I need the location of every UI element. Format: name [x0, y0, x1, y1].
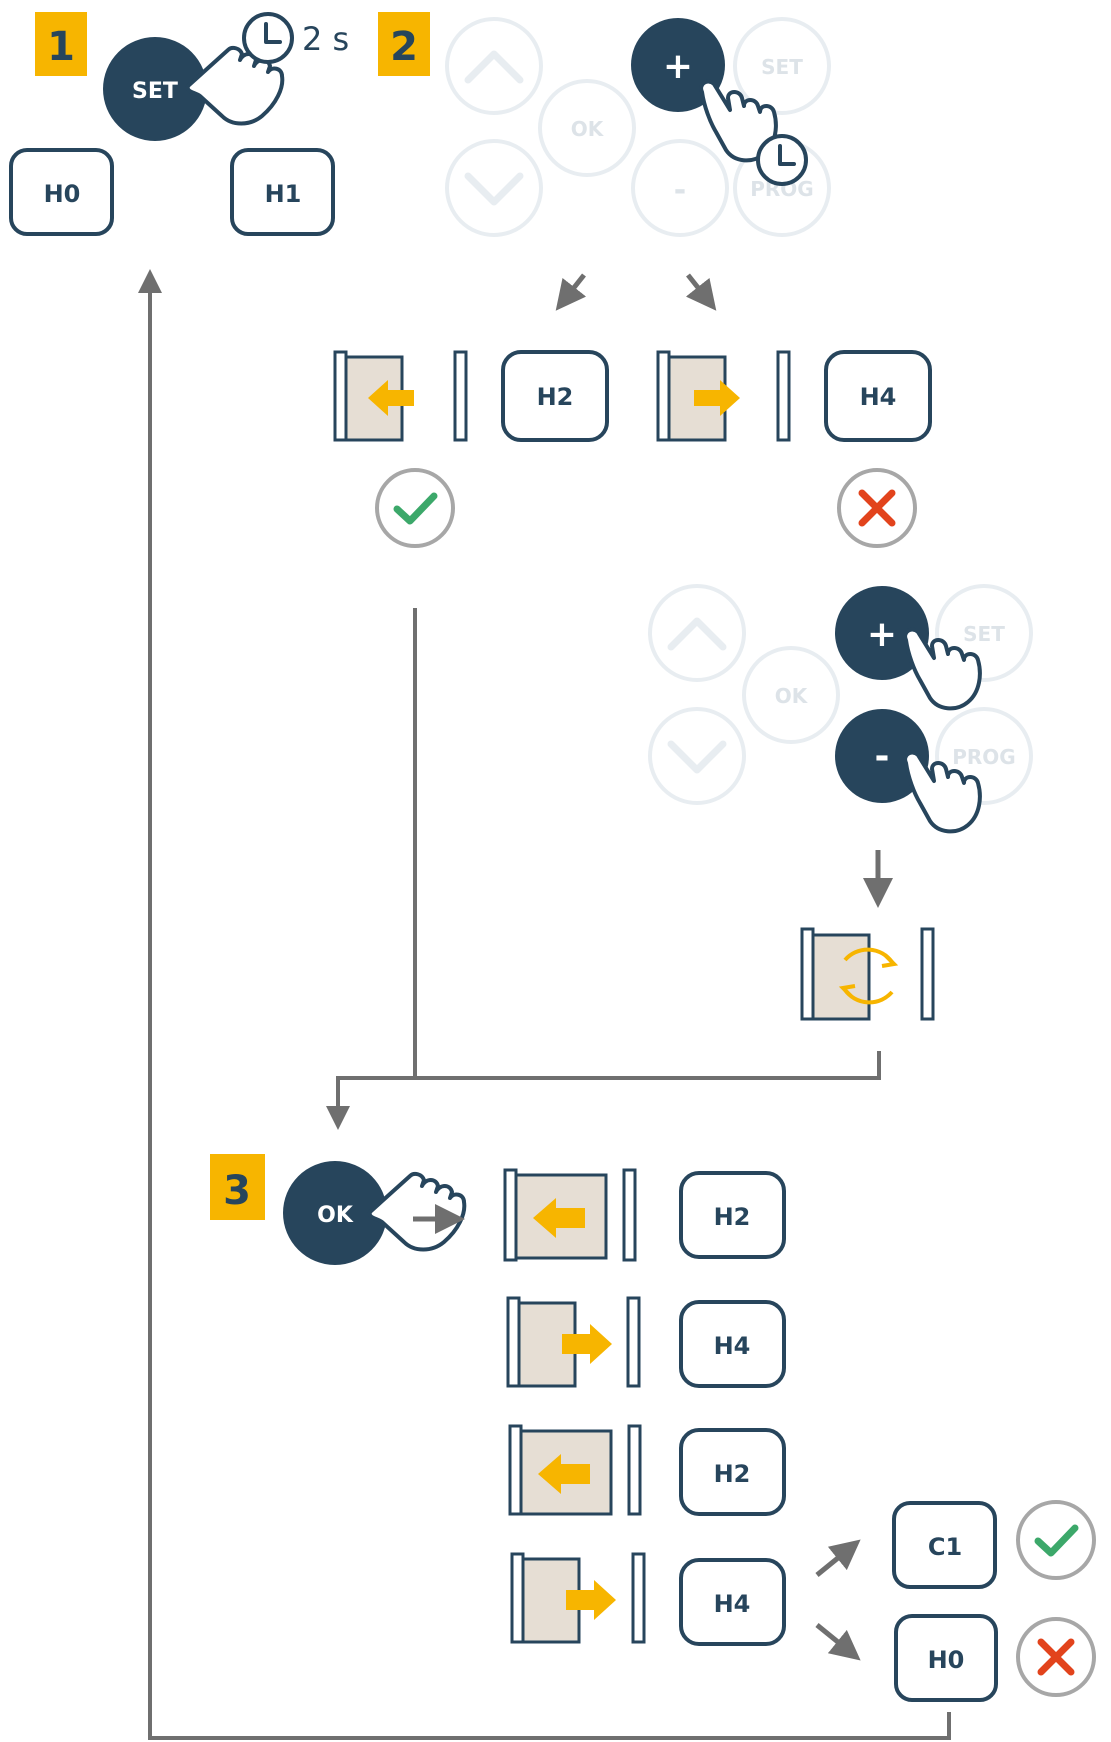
ok-ghost-button[interactable]: [538, 79, 636, 177]
door-open-left-icon: [508, 1424, 642, 1516]
sequence-code-3: H2: [714, 1460, 751, 1488]
code-h0-box: [9, 148, 114, 236]
code-h0-label: H0: [44, 180, 81, 208]
code-h2-box: [501, 350, 609, 442]
step-1-badge: [35, 12, 87, 76]
clock-icon: [756, 134, 808, 186]
code-h2-label: H2: [537, 383, 574, 411]
code-h0-return-box: [894, 1614, 998, 1702]
step-1-number: 1: [47, 24, 75, 70]
chevron-down-icon: [464, 172, 524, 206]
up-button[interactable]: [445, 17, 543, 115]
set-button-label: SET: [132, 79, 178, 104]
chevron-down-icon: [667, 740, 727, 774]
arrow-down-left: [555, 273, 587, 311]
set-ghost-label: SET: [963, 622, 1005, 646]
cross-icon: [1018, 1619, 1094, 1695]
set-ghost-button[interactable]: [733, 17, 831, 115]
minus-ghost-label: -: [674, 173, 686, 208]
ok-ghost-label: OK: [571, 117, 605, 141]
code-h4-box: [824, 350, 932, 442]
plus-button-label: +: [867, 614, 897, 655]
sequence-code-box-3: [679, 1428, 786, 1516]
rotate-icon: [800, 927, 935, 1021]
arrow-down-right: [815, 1623, 861, 1661]
sequence-code-2: H4: [714, 1332, 751, 1360]
down-button[interactable]: [445, 139, 543, 237]
check-icon: [1018, 1502, 1094, 1578]
code-h4-label: H4: [860, 383, 897, 411]
code-c1-box: [892, 1501, 997, 1589]
step3: 3 OK H2 H4 H2: [138, 269, 1094, 1740]
prog-ghost-label: PROG: [952, 745, 1015, 769]
sequence-code-box-1: [679, 1171, 786, 1259]
step-2-badge: [378, 12, 430, 76]
chevron-up-icon: [464, 50, 524, 84]
minus-button[interactable]: [835, 709, 929, 803]
code-c1-label: C1: [928, 1533, 962, 1561]
minus-ghost-button[interactable]: [631, 139, 729, 237]
keypad-top: [445, 17, 831, 237]
door-open-left-icon: [503, 1168, 637, 1262]
clock-icon: [242, 12, 294, 64]
sequence-code-1: H2: [714, 1203, 751, 1231]
chevron-up-icon: [667, 617, 727, 651]
arrow-up-right: [815, 1539, 861, 1577]
ok-button-label: OK: [317, 1203, 354, 1228]
pointing-hand-icon: [367, 1171, 467, 1252]
flow-line: [326, 1051, 881, 1130]
return-loop-line: [138, 269, 951, 1740]
step-2-number: 2: [390, 24, 418, 70]
ok-ghost-button[interactable]: [742, 646, 840, 744]
ok-button[interactable]: [283, 1161, 387, 1265]
check-icon: [377, 470, 453, 546]
cross-icon: [839, 470, 915, 546]
ok-ghost-label: OK: [775, 684, 809, 708]
code-h0-return-label: H0: [928, 1646, 965, 1674]
step2: 2 OK SET - PROG + H2: [326, 12, 1033, 1130]
sequence-code-box-2: [679, 1300, 786, 1388]
step-3-number: 3: [223, 1168, 251, 1214]
door-open-right-icon: [510, 1552, 646, 1644]
step-3-badge: [210, 1154, 265, 1220]
code-h1-box: [230, 148, 335, 236]
up-button[interactable]: [648, 584, 746, 682]
code-h1-label: H1: [265, 180, 302, 208]
set-ghost-label: SET: [761, 55, 803, 79]
door-open-right-icon: [506, 1296, 641, 1388]
down-button[interactable]: [648, 707, 746, 805]
door-open-right-icon: [656, 350, 791, 442]
minus-button-label: -: [875, 736, 890, 777]
set-button[interactable]: [103, 37, 207, 141]
plus-button[interactable]: [835, 586, 929, 680]
sequence-code-4: H4: [714, 1590, 751, 1618]
step1: 1 SET 2 s H0 H1: [9, 12, 349, 236]
sequence-code-box-4: [679, 1558, 786, 1646]
plus-button-label: +: [663, 46, 693, 87]
arrow-down-right: [685, 273, 717, 311]
door-open-left-icon: [333, 350, 468, 442]
hold-time-label: 2 s: [302, 20, 349, 58]
